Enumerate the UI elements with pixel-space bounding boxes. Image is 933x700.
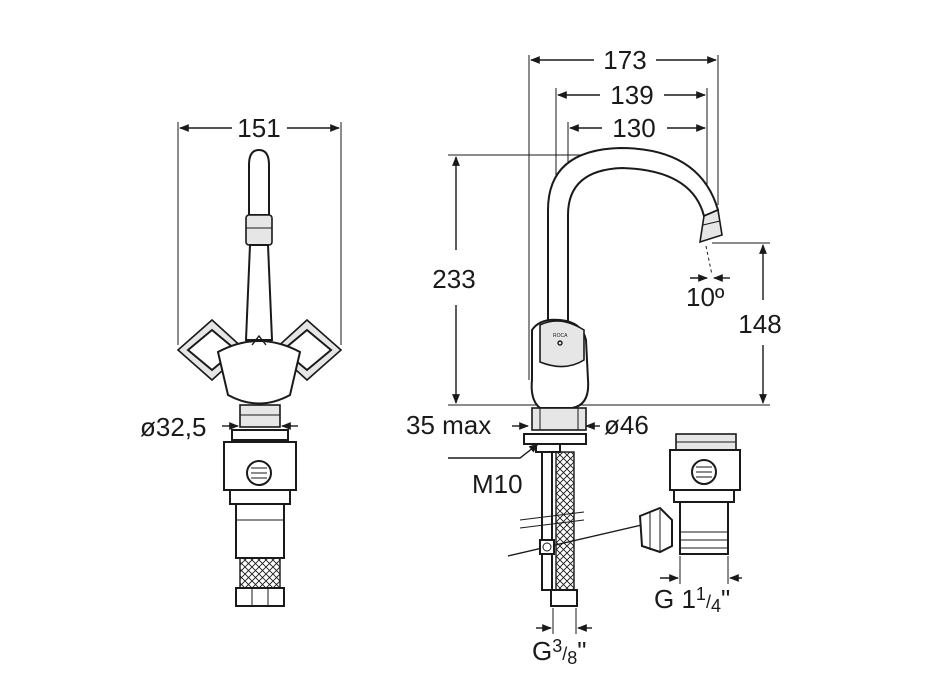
stud-thread-dimension: M10: [448, 443, 539, 499]
hose-connection-dimension: G3/8": [532, 608, 592, 668]
stud-thread-label: M10: [472, 469, 523, 499]
pop-up-rod: [507, 506, 673, 557]
spout-angle-dimension: 10º: [686, 274, 730, 312]
base-front: [239, 404, 281, 428]
base-diameter-label: ø46: [604, 410, 649, 440]
base-diameter-dimension: ø46: [585, 410, 649, 440]
width-label: 151: [237, 113, 280, 143]
width-dimension: 151: [177, 113, 342, 345]
stud-and-hose: [519, 451, 585, 607]
height-label: 233: [432, 264, 475, 294]
valve-body-side: ROCA: [530, 318, 590, 409]
height-dimension: 233: [432, 154, 770, 406]
reach-inner-dimension: 130: [567, 113, 706, 300]
mounting-assembly-front: [223, 429, 297, 607]
reach-mid-label: 139: [610, 80, 653, 110]
hole-diameter-label: ø32,5: [140, 412, 207, 442]
waste-valve: [669, 433, 741, 555]
hole-diameter-dimension: ø32,5: [140, 412, 298, 442]
svg-text:ROCA: ROCA: [553, 333, 568, 339]
reach-total-label: 173: [603, 45, 646, 75]
reach-total-dimension: 173: [528, 45, 719, 380]
spout-front: [244, 148, 274, 341]
spout-height-label: 148: [738, 309, 781, 339]
waste-connection-dimension: G 11/4": [654, 556, 742, 616]
valve-body-front: [216, 340, 302, 405]
spout-height-dimension: 148: [712, 242, 782, 404]
hose-connection-label: G3/8": [532, 636, 587, 668]
deck-thickness-label: 35 max: [406, 410, 491, 440]
deck-thickness-dimension: 35 max: [406, 410, 529, 440]
spout-angle-label: 10º: [686, 282, 725, 312]
reach-inner-label: 130: [612, 113, 655, 143]
mounting-assembly-side: [523, 407, 587, 453]
front-view: 151 ø32,5: [140, 113, 343, 607]
waste-connection-label: G 11/4": [654, 584, 730, 616]
side-view: 173 139 130 233 148: [406, 45, 782, 668]
spout-side: [547, 146, 723, 331]
